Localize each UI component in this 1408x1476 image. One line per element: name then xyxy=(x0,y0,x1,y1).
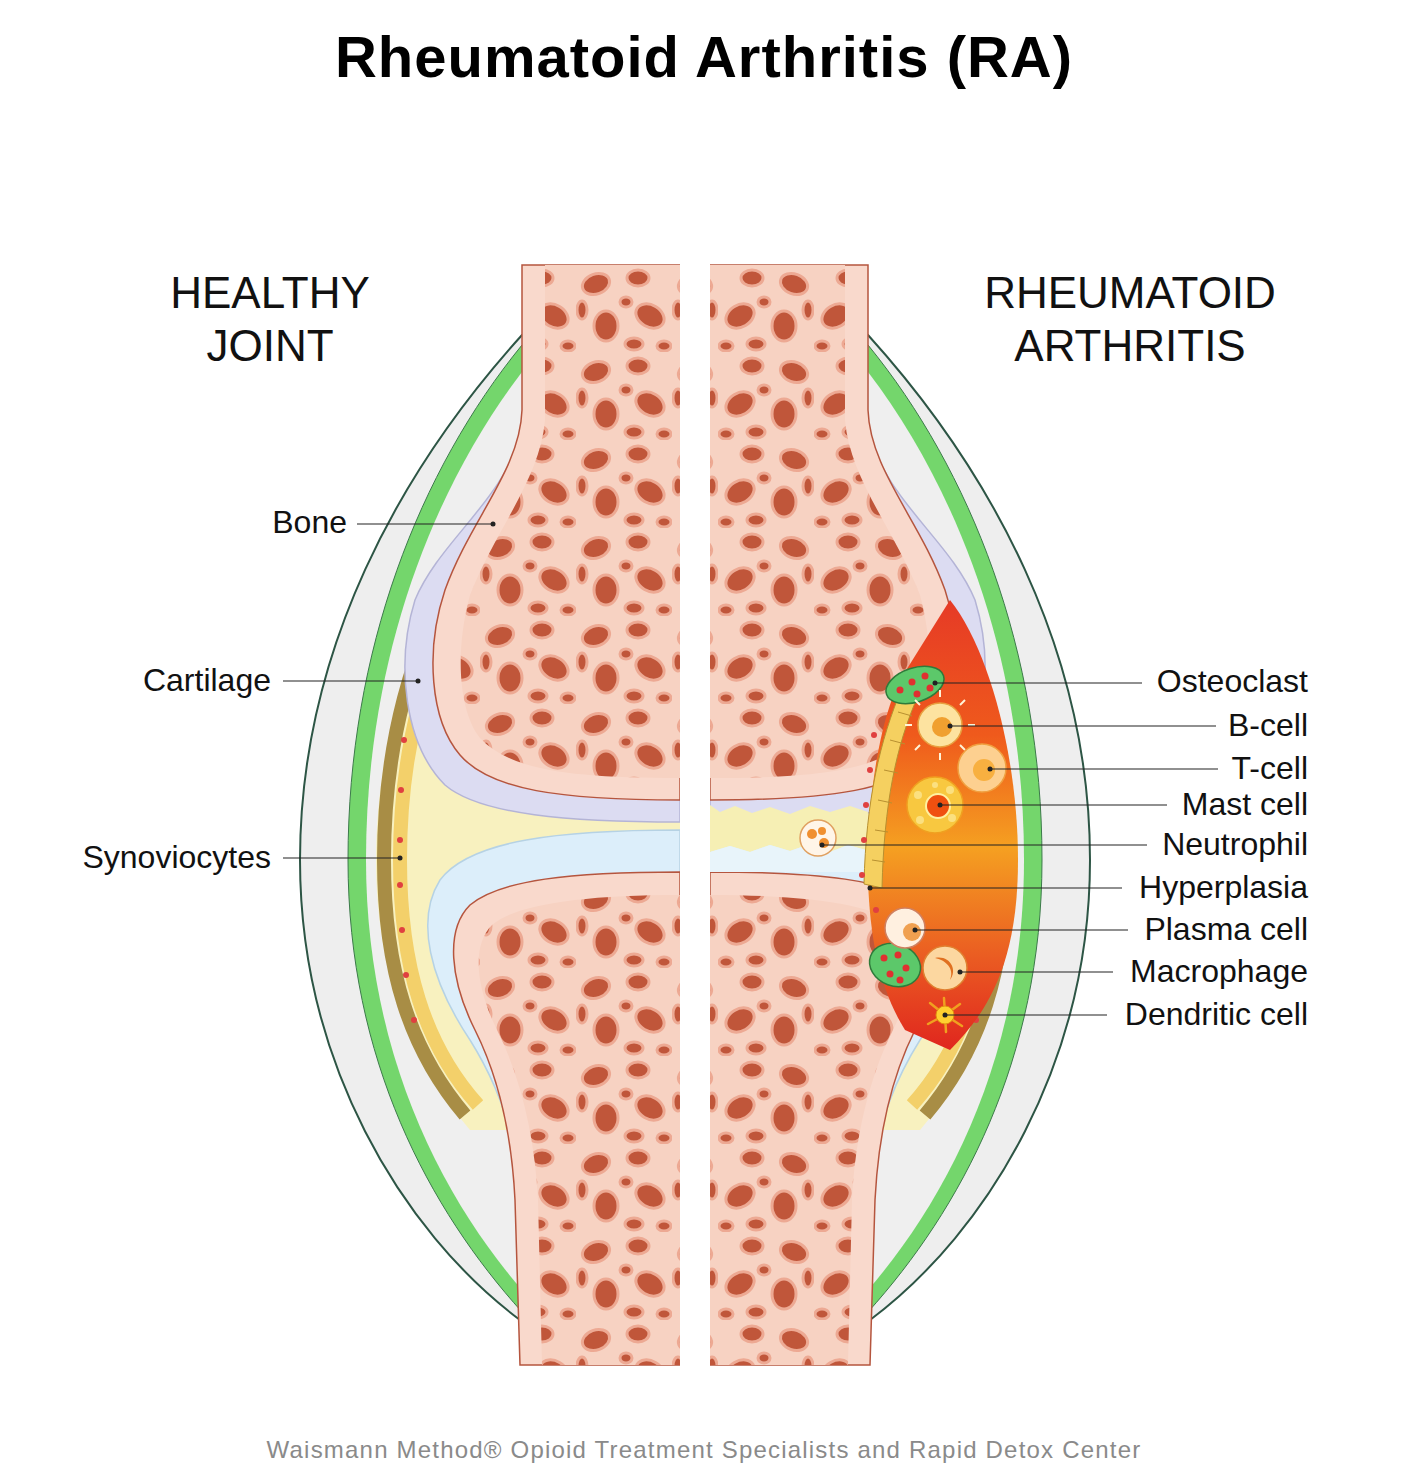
cell-label-wrap: Mast cell xyxy=(1182,784,1308,824)
leader-lines xyxy=(283,524,1218,1015)
cell-label-wrap: Neutrophil xyxy=(1162,824,1308,864)
part-label: Synoviocytes xyxy=(82,837,271,877)
cell-label-wrap: T-cell xyxy=(1232,748,1308,788)
cell-label-wrap: Osteoclast xyxy=(1157,661,1308,701)
cell-label-wrap: Dendritic cell xyxy=(1125,994,1308,1034)
panel-heading-wrap: RHEUMATOID ARTHRITIS xyxy=(965,266,1295,372)
hyperplasia-dots xyxy=(859,732,879,913)
healthy-joint-half xyxy=(300,265,690,1365)
cell-label-wrap: B-cell xyxy=(1228,705,1308,745)
hyperplasia-striations xyxy=(872,712,912,862)
cell-label: B-cell xyxy=(1228,705,1308,745)
part-label: Cartilage xyxy=(143,660,271,700)
eroded-cartilage xyxy=(710,844,866,872)
part-label: Bone xyxy=(272,502,347,542)
macrophage-cell xyxy=(923,946,967,990)
neutrophil-cell xyxy=(800,820,836,856)
part-label-wrap: Synoviocytes xyxy=(82,837,271,877)
cell-label-wrap: Hyperplasia xyxy=(1139,867,1308,907)
cell-label: T-cell xyxy=(1232,748,1308,788)
plasma-cell xyxy=(885,908,925,948)
cell-label: Hyperplasia xyxy=(1139,867,1308,907)
cell-label: Plasma cell xyxy=(1144,909,1308,949)
t-cell xyxy=(958,744,1006,792)
cell-label: Mast cell xyxy=(1182,784,1308,824)
panel-heading-wrap: HEALTHY JOINT xyxy=(150,266,390,372)
credit-watermark: Waismann Method® Opioid Treatment Specia… xyxy=(24,1432,1384,1468)
part-label-wrap: Cartilage xyxy=(143,660,271,700)
cell-label: Dendritic cell xyxy=(1125,994,1308,1034)
b-cell xyxy=(905,690,975,760)
cell-label-wrap: Macrophage xyxy=(1130,951,1308,991)
credit-watermark-wrap: Waismann Method® Opioid Treatment Specia… xyxy=(24,1432,1384,1468)
part-label-wrap: Bone xyxy=(272,502,347,542)
cell-label-wrap: Plasma cell xyxy=(1144,909,1308,949)
synovial-hyperplasia xyxy=(864,688,918,888)
ra-joint-half xyxy=(700,265,1090,1365)
title-wrap: Rheumatoid Arthritis (RA) xyxy=(0,22,1408,92)
panel-heading: HEALTHY JOINT xyxy=(150,266,390,372)
panel-heading: RHEUMATOID ARTHRITIS xyxy=(965,266,1295,372)
cell-label: Macrophage xyxy=(1130,951,1308,991)
cell-label: Neutrophil xyxy=(1162,824,1308,864)
split-gap xyxy=(680,250,710,1380)
cell-label: Osteoclast xyxy=(1157,661,1308,701)
diagram-title: Rheumatoid Arthritis (RA) xyxy=(0,22,1408,92)
